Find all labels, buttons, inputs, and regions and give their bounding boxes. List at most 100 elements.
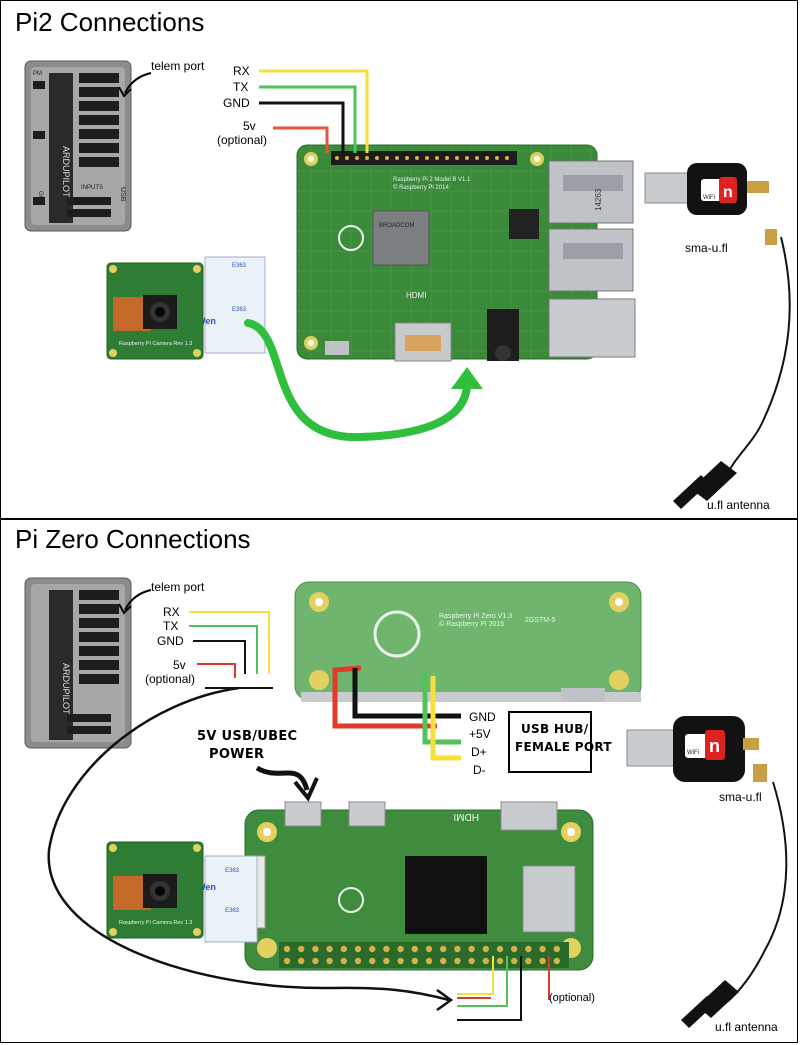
gpio-pin bbox=[468, 957, 475, 965]
telem-arrow bbox=[124, 72, 152, 94]
gpio-pin bbox=[283, 957, 291, 965]
gpio-pin bbox=[525, 957, 532, 965]
gpio-pin bbox=[340, 945, 347, 953]
svg-text:HDMI: HDMI bbox=[406, 291, 426, 300]
svg-text:USB: USB bbox=[119, 187, 126, 202]
svg-text:WiFi: WiFi bbox=[687, 750, 699, 756]
gnd-label: GND bbox=[223, 96, 250, 110]
telem-port-label: telem port bbox=[151, 580, 205, 594]
flight-controller-board: ARDUPILOT bbox=[24, 577, 132, 749]
gpio-pin bbox=[312, 957, 319, 965]
gpio-pin bbox=[383, 957, 390, 965]
gpio-wires bbox=[457, 956, 550, 1021]
power-label-line2: POWER bbox=[209, 747, 265, 762]
svg-text:Raspberry Pi Zero V1.3: Raspberry Pi Zero V1.3 bbox=[439, 613, 512, 620]
telemetry-cable bbox=[47, 686, 450, 1002]
pi2-diagram-graphics: ARDUPILOT INPUTS USB GPS PM bbox=[24, 60, 791, 509]
usb-dplus-label: D+ bbox=[471, 745, 487, 759]
optional-label: (optional) bbox=[217, 133, 268, 147]
pi2-connections-panel: Pi2 Connections ARDUPILOT INPUTS USB GPS… bbox=[0, 0, 798, 519]
gpio-pin bbox=[454, 945, 461, 953]
telem-port-label: telem port bbox=[151, 59, 205, 73]
wifi-dongle: n WiFi bbox=[626, 716, 767, 782]
gnd-label: GND bbox=[157, 634, 184, 648]
gpio-pin bbox=[425, 945, 433, 953]
svg-text:2GSTM-5: 2GSTM-5 bbox=[525, 617, 555, 624]
power-label: 5V USB/UBEC POWER bbox=[197, 728, 297, 764]
gpio-pin bbox=[553, 957, 560, 965]
svg-text:E363: E363 bbox=[225, 868, 240, 874]
sma-ufl-label: sma-u.fl bbox=[685, 241, 728, 255]
gpio-pin bbox=[326, 957, 333, 965]
usb-gnd-label: GND bbox=[469, 710, 496, 724]
fc-brand-text: ARDUPILOT bbox=[61, 146, 71, 198]
svg-text:WiFi: WiFi bbox=[703, 195, 715, 201]
gpio-pin bbox=[283, 945, 291, 953]
gpio-pin bbox=[326, 945, 333, 953]
svg-text:GPS: GPS bbox=[37, 191, 43, 204]
svg-text:Raspberry Pi Camera Rev 1.3: Raspberry Pi Camera Rev 1.3 bbox=[119, 341, 192, 347]
svg-text:E363: E363 bbox=[232, 307, 247, 313]
antenna-tip bbox=[681, 980, 739, 1028]
usb-hub-box bbox=[508, 711, 592, 773]
svg-text:n: n bbox=[723, 184, 733, 201]
pi-zero-connections-panel: Pi Zero Connections ARDUPILOT bbox=[0, 519, 798, 1043]
gpio-pin bbox=[496, 945, 504, 953]
panel-title: Pi2 Connections bbox=[15, 7, 205, 37]
gpio-pin bbox=[454, 957, 461, 965]
sma-ufl-label: sma-u.fl bbox=[719, 790, 762, 804]
svg-text:Raspberry Pi Camera Rev 1.3: Raspberry Pi Camera Rev 1.3 bbox=[119, 920, 192, 926]
telemetry-wires bbox=[259, 69, 369, 153]
gpio-pin bbox=[397, 957, 404, 965]
gpio-pin bbox=[411, 945, 418, 953]
gpio-pin bbox=[496, 957, 504, 965]
gpio-pin bbox=[511, 957, 518, 965]
gpio-pin bbox=[425, 957, 433, 965]
gpio-pin bbox=[482, 957, 489, 965]
pi-zero-front-board: HDMI bbox=[244, 801, 594, 971]
gpio-pin bbox=[411, 957, 418, 965]
telem-arrow bbox=[124, 589, 152, 611]
power-arrow bbox=[255, 765, 310, 791]
usb-5v-label: +5V bbox=[469, 727, 491, 741]
svg-text:E363: E363 bbox=[225, 908, 240, 914]
five-v-label: 5v bbox=[243, 119, 256, 133]
usb-hub-line2: FEMALE PORT bbox=[515, 740, 612, 754]
camera-module: E363 E363 Wen Raspberry Pi Camera Rev 1.… bbox=[106, 256, 266, 360]
wifi-dongle: n WiFi bbox=[644, 163, 777, 245]
usb-hub-label: USB HUB/ FEMALE PORT bbox=[515, 720, 612, 756]
telemetry-wires bbox=[189, 611, 270, 678]
svg-text:HDMI: HDMI bbox=[453, 811, 479, 822]
antenna-cable bbox=[726, 781, 788, 1003]
gpio-pin bbox=[383, 945, 390, 953]
pi-zero-back-board: Raspberry Pi Zero V1.3 © Raspberry Pi 20… bbox=[294, 581, 642, 702]
antenna-tip bbox=[673, 461, 737, 509]
svg-text:14263: 14263 bbox=[594, 188, 603, 211]
gpio-pin bbox=[369, 945, 376, 953]
svg-text:PM: PM bbox=[33, 71, 42, 77]
usb-dminus-label: D- bbox=[473, 763, 486, 777]
gpio-pin bbox=[539, 945, 546, 953]
rx-label: RX bbox=[163, 605, 180, 619]
gpio-pin bbox=[468, 945, 475, 953]
svg-text:Wen: Wen bbox=[197, 882, 216, 892]
svg-text:n: n bbox=[709, 736, 720, 756]
ufl-antenna-label: u.fl antenna bbox=[715, 1020, 778, 1034]
optional-label: (optional) bbox=[145, 672, 196, 686]
rx-label: RX bbox=[233, 64, 250, 78]
gpio-pin bbox=[539, 957, 546, 965]
antenna-cable bbox=[728, 236, 791, 472]
svg-text:Wen: Wen bbox=[197, 316, 216, 326]
five-v-label: 5v bbox=[173, 658, 186, 672]
gpio-pin bbox=[354, 945, 362, 953]
svg-text:© Raspberry Pi 2014: © Raspberry Pi 2014 bbox=[393, 184, 449, 191]
panel-title: Pi Zero Connections bbox=[15, 524, 251, 554]
flight-controller-board: ARDUPILOT INPUTS USB GPS PM bbox=[24, 60, 132, 232]
gpio-pin bbox=[298, 957, 305, 965]
gpio-pin bbox=[397, 945, 404, 953]
gpio-pin bbox=[354, 957, 362, 965]
gpio-pin bbox=[312, 945, 319, 953]
pi-zero-diagram-graphics: ARDUPILOT Raspberry Pi Zero V1.3 © Raspb… bbox=[24, 577, 788, 1028]
gpio-pin bbox=[553, 945, 560, 953]
camera-module: E363 E363 Wen Raspberry Pi Camera Rev 1.… bbox=[106, 841, 258, 943]
